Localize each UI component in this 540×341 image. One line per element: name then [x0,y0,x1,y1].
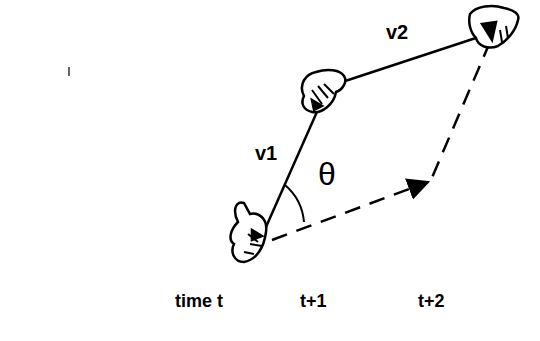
vector-v2 [330,34,488,86]
hand-sketch [302,70,345,112]
stray-tick [68,67,69,76]
time-label: t+1 [300,292,327,310]
hand-sketch [231,202,267,262]
angle-symbol: θ [318,158,336,190]
vector-label: v2 [386,22,408,42]
hand-sketch [469,6,518,48]
time-label: t+2 [418,292,445,310]
angle-arc [285,185,304,222]
vector-v1 [262,105,320,236]
vector-label: v1 [255,143,277,163]
dashed-line [431,42,490,180]
dashed-arrow [272,182,428,240]
time-label: time t [175,292,223,310]
